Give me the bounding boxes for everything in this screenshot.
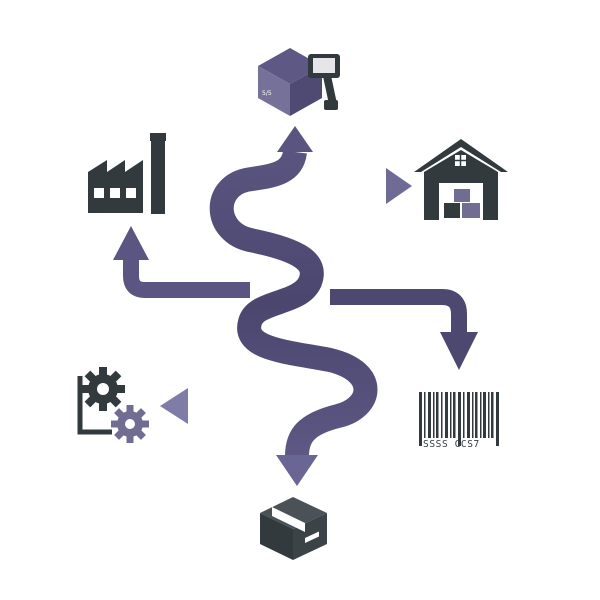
factory-icon [88, 133, 166, 214]
barcode-icon: SSSS CCS7 [419, 392, 499, 450]
arrow-to-factory [113, 226, 149, 260]
warehouse-icon [414, 139, 508, 220]
gear-large-icon [81, 367, 125, 411]
box-scanner-icon: 5/5 [258, 48, 340, 116]
flow-branch-barcode [330, 289, 467, 334]
arrow-to-scanner [277, 126, 313, 152]
arrow-to-package [276, 455, 318, 486]
arrow-to-warehouse [386, 168, 412, 204]
flow-main-serpentine [209, 149, 378, 457]
gear-small-icon [111, 405, 149, 443]
flow-branch-factory [123, 258, 250, 298]
arrow-to-gears [160, 388, 188, 424]
package-icon [260, 497, 327, 560]
barcode-text: SSSS CCS7 [423, 439, 480, 450]
gears-icon [77, 367, 149, 443]
arrow-to-barcode [440, 332, 478, 370]
box-label: 5/5 [262, 90, 272, 97]
